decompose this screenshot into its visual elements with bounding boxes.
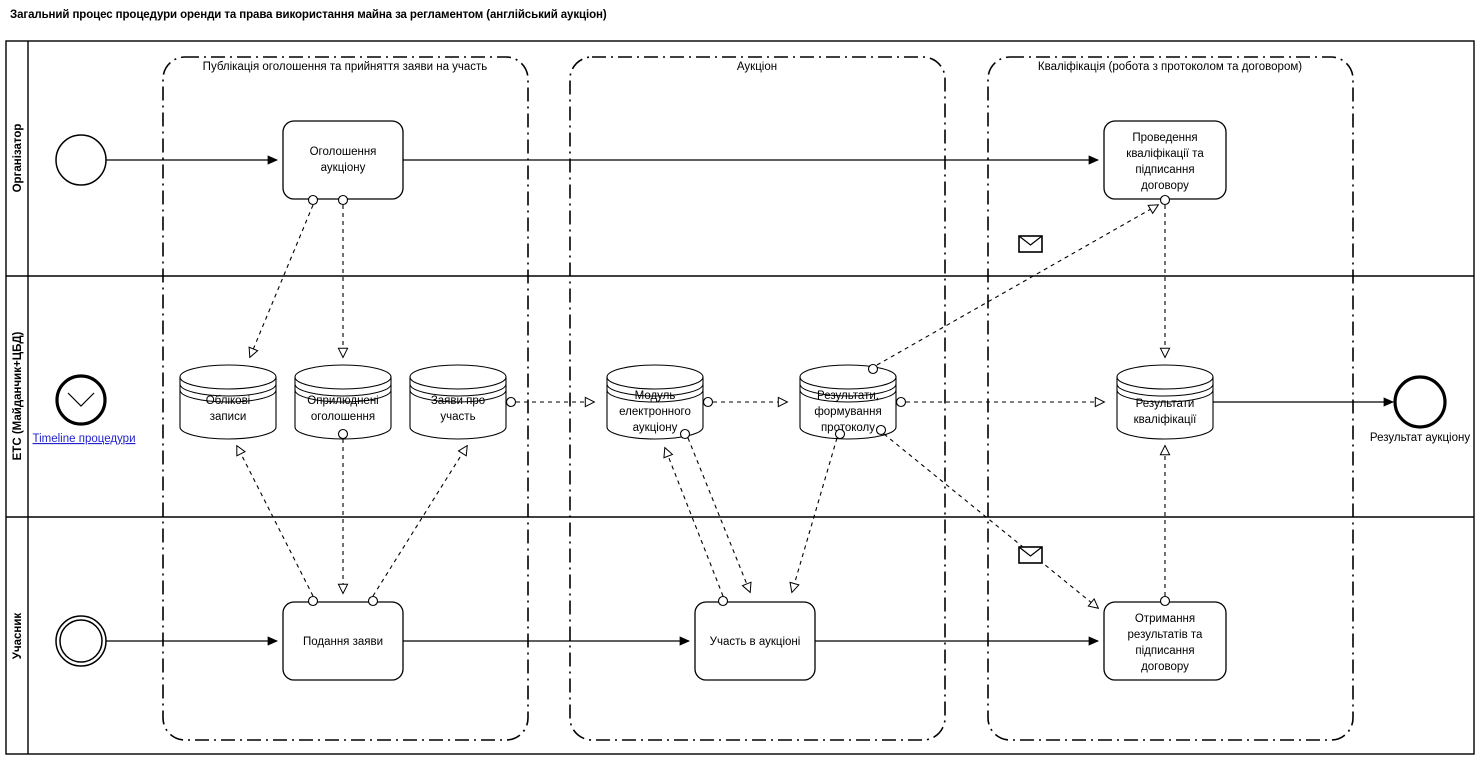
connector-dot	[307, 595, 319, 607]
chevron-down-icon	[67, 392, 95, 407]
connector-dot	[1159, 595, 1171, 607]
svg-text:підписання: підписання	[1135, 164, 1194, 176]
lane-label-organizer: Організатор	[12, 124, 24, 193]
datastore-qualification-results[interactable]: Результати кваліфікації	[1116, 364, 1214, 440]
svg-text:Облікові: Облікові	[206, 395, 251, 407]
task-qualify-sign[interactable]: Проведення кваліфікації та підписання до…	[1103, 120, 1227, 200]
group-auction: Аукціон	[569, 56, 946, 741]
connector-dot	[834, 428, 846, 440]
link-event-timeline[interactable]	[55, 374, 107, 426]
connector-dot	[505, 396, 517, 408]
svg-text:Модуль: Модуль	[635, 390, 676, 402]
task-submit-application[interactable]: Подання заяви	[282, 601, 404, 681]
group-label-auction: Аукціон	[737, 61, 777, 73]
svg-text:протоколу: протоколу	[821, 422, 875, 434]
connector-dot	[337, 428, 349, 440]
end-event-label: Результат аукціону	[1370, 432, 1470, 444]
svg-text:електронного: електронного	[619, 406, 691, 418]
connector-dot	[337, 194, 349, 206]
datastore-auction-module[interactable]: Модуль електронного аукціону	[606, 364, 704, 440]
task-take-part-label: Участь в аукціоні	[710, 636, 801, 648]
start-event-organizer[interactable]	[55, 134, 107, 186]
timeline-link-label: Timeline процедури	[33, 433, 136, 445]
svg-text:кваліфікації: кваліфікації	[1134, 414, 1198, 426]
task-take-part[interactable]: Участь в аукціоні	[694, 601, 816, 681]
task-announce-label-l1: Оголошення	[310, 146, 377, 158]
group-label-qualification: Кваліфікація (робота з протоколом та дог…	[1038, 61, 1302, 73]
svg-text:аукціону: аукціону	[321, 162, 366, 174]
assoc-auctionmodule-to-takepart	[687, 437, 750, 592]
svg-text:результатів та: результатів та	[1128, 629, 1204, 641]
svg-text:Результати,: Результати,	[817, 390, 879, 402]
connector-dot	[867, 363, 879, 375]
lane-header-participant: Учасник	[12, 613, 24, 660]
svg-text:підписання: підписання	[1135, 645, 1194, 657]
svg-text:аукціону: аукціону	[633, 422, 678, 434]
connector-dot	[679, 428, 691, 440]
connector-dot	[307, 194, 319, 206]
lane-label-ets: ЕТС (Майданчик+ЦБД)	[12, 331, 24, 460]
group-label-publication: Публікація оголошення та прийняття заяви…	[203, 61, 488, 73]
pool-frame	[5, 40, 1475, 755]
assoc-submit-to-accounts	[237, 446, 314, 597]
svg-text:участь: участь	[440, 411, 475, 423]
lane-header-organizer: Організатор	[12, 124, 24, 193]
connector-dot	[1159, 194, 1171, 206]
task-receive-results[interactable]: Отримання результатів та підписання дого…	[1103, 601, 1227, 681]
group-publication: Публікація оголошення та прийняття заяви…	[162, 56, 529, 741]
svg-text:оголошення: оголошення	[311, 411, 375, 423]
message-envelope-icon	[1018, 546, 1043, 564]
assoc-resultsprotocol-to-takepart	[792, 437, 838, 592]
page-title: Загальний процес процедури оренди та пра…	[10, 9, 607, 21]
connector-dot	[875, 424, 887, 436]
group-qualification: Кваліфікація (робота з протоколом та дог…	[987, 56, 1354, 741]
svg-text:кваліфікації та: кваліфікації та	[1126, 148, 1204, 160]
datastore-published-ads[interactable]: Оприлюднені оголошення	[294, 364, 392, 440]
svg-text:договору: договору	[1141, 661, 1189, 673]
end-event-auction-result[interactable]	[1393, 375, 1447, 429]
assoc-announce-to-accounts	[250, 204, 314, 357]
datastore-results-protocol[interactable]: Результати, формування протоколу	[799, 364, 897, 440]
assoc-submit-to-applications	[372, 446, 467, 597]
assoc-takepart-to-auctionmodule	[665, 448, 724, 597]
task-announce[interactable]: Оголошення аукціону	[282, 120, 404, 200]
assoc-resultsprotocol-to-qualifysign	[876, 205, 1158, 366]
svg-text:Проведення: Проведення	[1132, 132, 1197, 144]
data-associations	[237, 194, 1171, 609]
svg-text:Оприлюднені: Оприлюднені	[307, 395, 378, 407]
sequence-flows	[106, 155, 1395, 646]
assoc-resultsprotocol-to-receiveresults	[883, 433, 1098, 608]
svg-text:записи: записи	[210, 411, 247, 423]
svg-text:Отримання: Отримання	[1135, 613, 1195, 625]
svg-text:Результати: Результати	[1136, 398, 1195, 410]
svg-text:формування: формування	[814, 406, 881, 418]
message-envelope-icon	[1018, 235, 1043, 253]
connector-dot	[895, 396, 907, 408]
svg-text:Заяви про: Заяви про	[431, 395, 485, 407]
connector-dot	[717, 595, 729, 607]
svg-text:договору: договору	[1141, 180, 1189, 192]
task-submit-application-label: Подання заяви	[303, 636, 383, 648]
connector-dot	[702, 396, 714, 408]
message-start-event-participant[interactable]	[55, 615, 107, 667]
datastore-accounts[interactable]: Облікові записи	[179, 364, 277, 440]
connector-dot	[367, 595, 379, 607]
lane-header-ets: ЕТС (Майданчик+ЦБД)	[12, 331, 24, 460]
datastore-applications[interactable]: Заяви про участь	[409, 364, 507, 440]
lane-label-participant: Учасник	[12, 613, 24, 660]
